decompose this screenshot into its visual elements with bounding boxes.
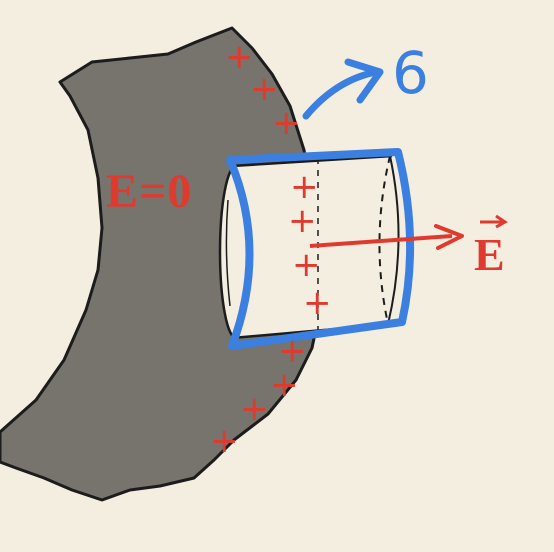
annotation-arrow-head — [344, 58, 384, 104]
label-field-inside: E=0 — [106, 165, 193, 218]
field-arrow-shaft — [309, 234, 453, 248]
charge-plus: + — [303, 283, 332, 323]
charge-plus: + — [290, 167, 319, 207]
charge-plus: + — [272, 103, 301, 143]
charge-plus: + — [292, 245, 321, 285]
charge-plus: + — [210, 421, 239, 461]
charge-plus: + — [225, 37, 254, 77]
charge-plus: + — [250, 69, 279, 109]
charge-plus: + — [278, 331, 307, 371]
annotation-arrow — [302, 68, 380, 120]
field-arrow-head — [434, 224, 464, 250]
label-charge-density: 6 — [392, 39, 429, 107]
label-field-outside: E — [474, 229, 505, 280]
cylinder-inner-cap-shade — [225, 199, 231, 307]
charge-plus: + — [240, 389, 269, 429]
conductor-region — [0, 26, 324, 502]
cylinder-top-edge — [231, 154, 393, 168]
charge-plus: + — [288, 201, 317, 241]
gaussian-surface — [226, 148, 415, 350]
vector-arrow-icon — [480, 214, 508, 228]
charge-plus: + — [270, 365, 299, 405]
surface-charges: + + + + + + + + + + + — [210, 37, 332, 461]
